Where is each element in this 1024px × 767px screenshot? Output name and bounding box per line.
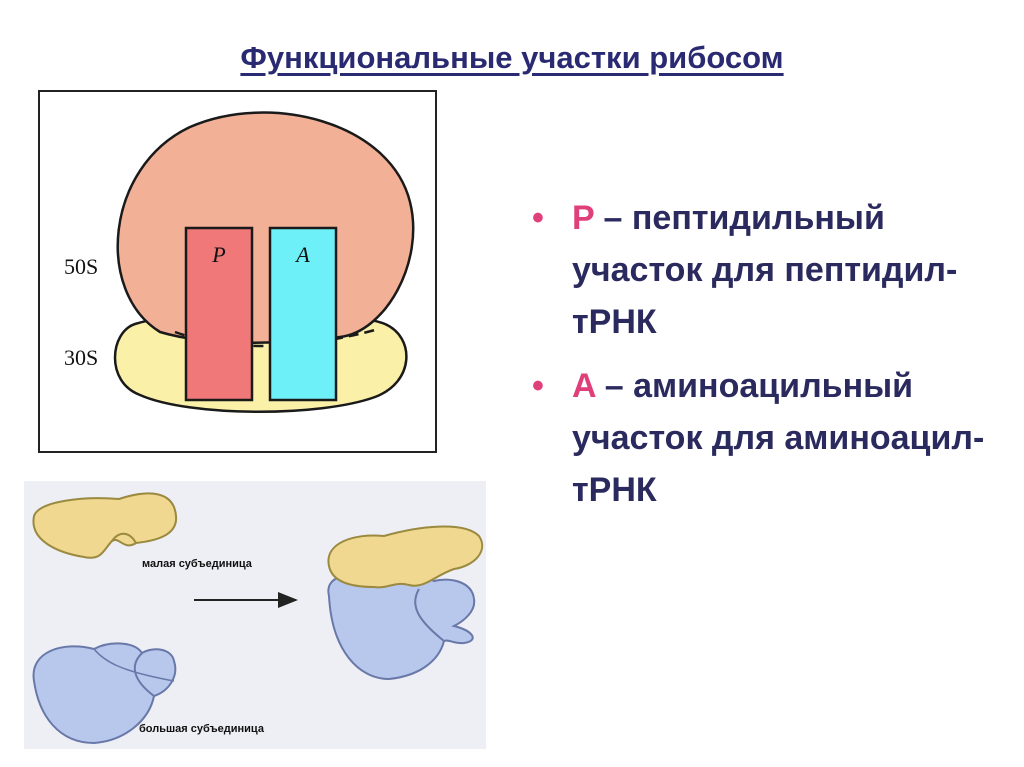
bullet-a-site: • A – аминоацильный участок для аминоаци… — [532, 360, 1002, 516]
p-site-label: P — [211, 242, 225, 267]
ribosome-svg: P A 50S 30S — [64, 111, 415, 413]
bullet-p-site: • P – пептидильный участок для пептидил-… — [532, 192, 1002, 348]
assembled-small-subunit-blob — [327, 525, 484, 589]
p-site-box — [184, 226, 254, 402]
p-site-letter: P — [572, 199, 595, 237]
ribosome-diagram: P A 50S 30S — [38, 90, 437, 453]
a-site-letter: A — [572, 367, 596, 405]
a-site-label: A — [294, 242, 310, 267]
bullet-marker: • — [532, 199, 544, 237]
small-subunit-blob — [32, 492, 178, 559]
small-subunit-caption: малая субъединица — [142, 558, 253, 570]
large-subunit-shape — [116, 111, 415, 344]
large-subunit-label: 50S — [64, 254, 98, 279]
subunit-assembly-svg: малая субъединица большая субъединица — [32, 492, 484, 745]
p-site-description: – пептидильный участок для пептидил-тРНК — [572, 199, 958, 341]
bullet-marker: • — [532, 367, 544, 405]
large-subunit-caption: большая субъединица — [139, 723, 265, 735]
small-subunit-label: 30S — [64, 345, 98, 370]
assembled-large-subunit-blob — [327, 572, 476, 681]
large-subunit-blob — [32, 642, 177, 745]
a-site-description: – аминоацильный участок для аминоацил-тР… — [572, 367, 985, 509]
subunit-assembly-diagram: малая субъединица большая субъединица — [24, 481, 486, 749]
a-site-box — [268, 226, 338, 402]
slide-title: Функциональные участки рибосом — [240, 40, 784, 75]
site-descriptions-list: • P – пептидильный участок для пептидил-… — [532, 192, 1002, 528]
